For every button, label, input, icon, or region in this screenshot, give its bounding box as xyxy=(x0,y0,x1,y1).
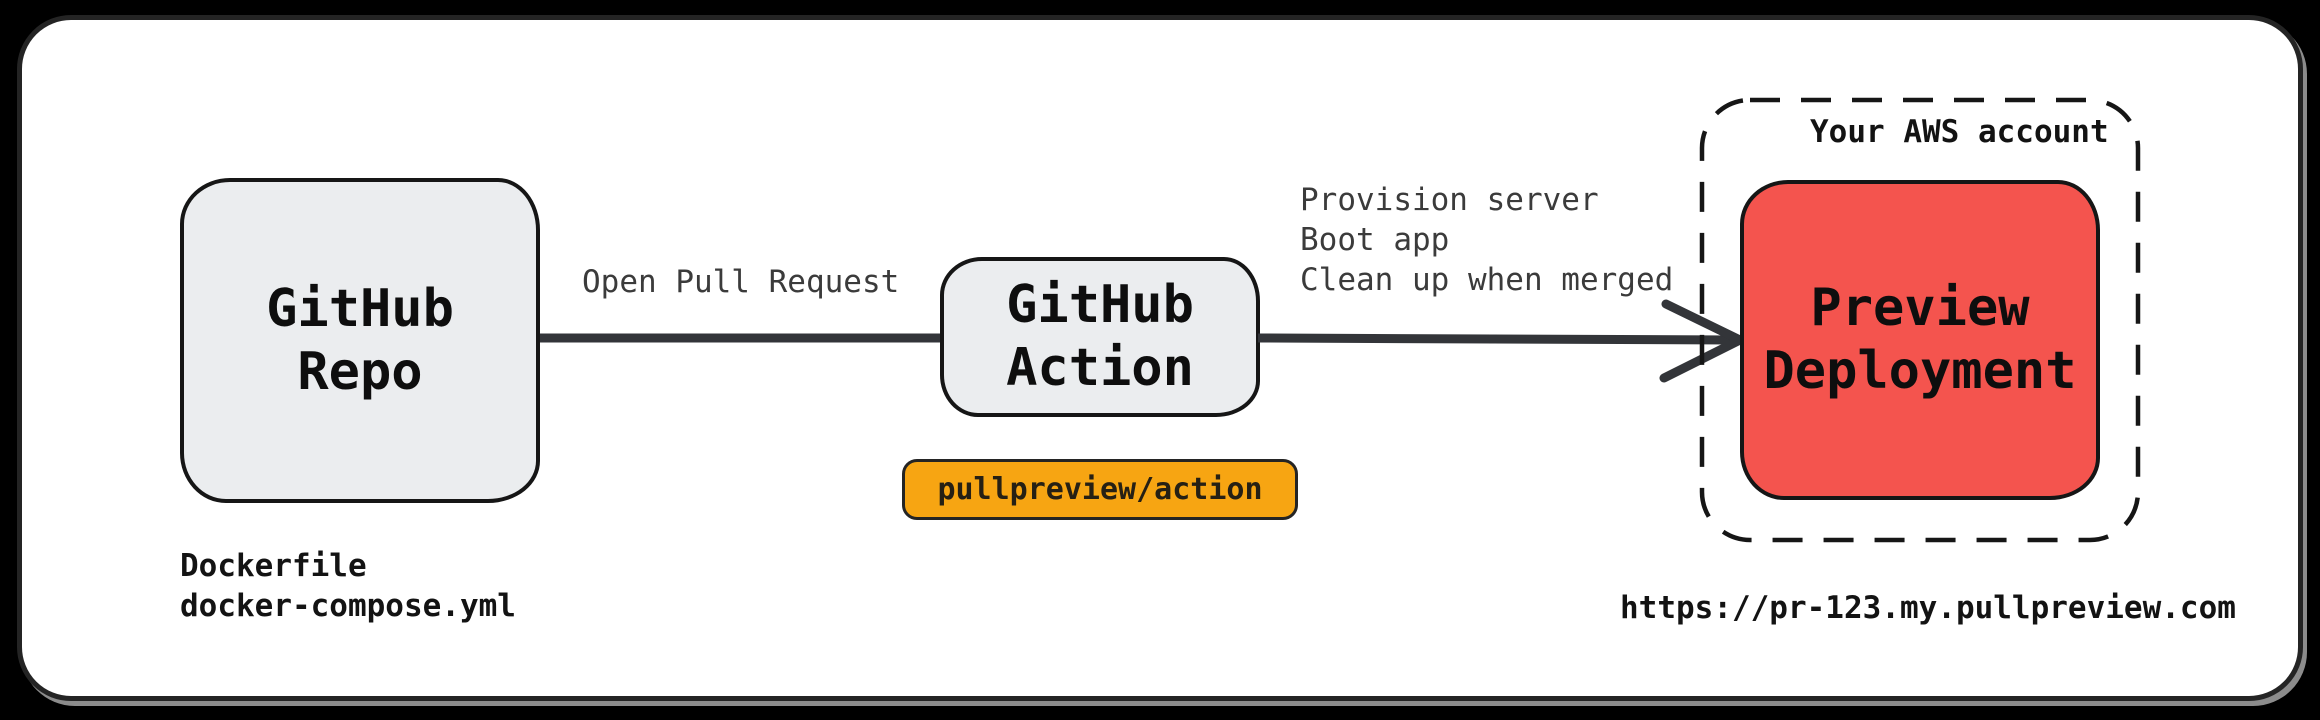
preview-url-label: https://pr-123.my.pullpreview.com xyxy=(1620,590,2236,626)
aws-account-label: Your AWS account xyxy=(1810,114,2109,150)
provision-step-line1: Provision server xyxy=(1300,182,1599,218)
aws-account-boundary xyxy=(1699,97,2141,543)
repo-files-line1: Dockerfile xyxy=(180,548,367,584)
repo-files-line2: docker-compose.yml xyxy=(180,588,516,624)
arrow-shaft xyxy=(1257,333,1735,345)
preview-deployment-label-line1: Preview xyxy=(1810,278,2030,338)
arrow-repo-to-action xyxy=(540,333,942,343)
pullpreview-action-badge: pullpreview/action xyxy=(902,459,1298,520)
arrow-action-to-preview xyxy=(1257,299,1745,383)
aws-boundary-dashed-rect xyxy=(1699,97,2141,543)
provision-steps-label: Provision server Boot app Clean up when … xyxy=(1300,180,1673,300)
open-pull-request-label: Open Pull Request xyxy=(582,264,900,300)
repo-files-label: Dockerfile docker-compose.yml xyxy=(180,546,516,626)
github-repo-node: GitHub Repo xyxy=(180,178,540,503)
github-action-label-line1: GitHub xyxy=(1006,275,1194,335)
preview-deployment-label-line2: Deployment xyxy=(1763,341,2077,401)
preview-deployment-node: Preview Deployment xyxy=(1740,180,2100,500)
github-repo-label-line1: GitHub xyxy=(266,278,454,339)
github-action-label-line2: Action xyxy=(1006,338,1194,398)
github-repo-label-line2: Repo xyxy=(297,341,423,402)
provision-step-line2: Boot app xyxy=(1300,222,1450,258)
provision-step-line3: Clean up when merged xyxy=(1300,262,1674,298)
github-action-node: GitHub Action xyxy=(940,257,1260,417)
